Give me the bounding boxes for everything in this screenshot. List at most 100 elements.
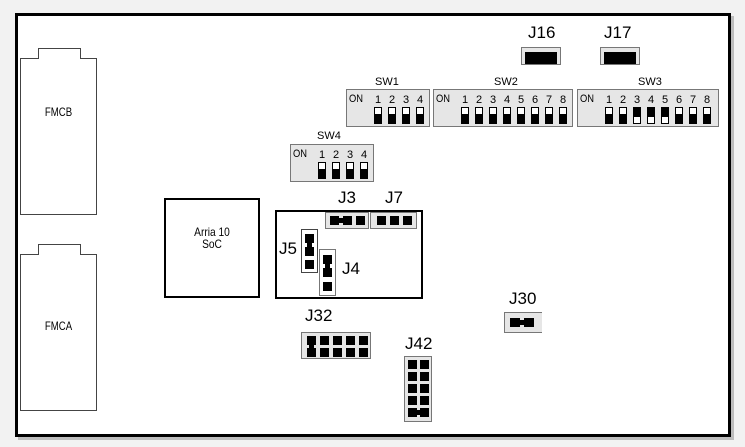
toggle-actuator <box>648 108 654 117</box>
sw1-toggle-2[interactable] <box>388 107 396 124</box>
j5-pin-2 <box>305 247 314 256</box>
j42-pin <box>420 408 429 417</box>
sw3-on-label: ON <box>580 93 595 105</box>
j3-label: J3 <box>338 188 356 207</box>
toggle-actuator <box>403 114 409 123</box>
sw1-position-label: 2 <box>388 94 396 106</box>
sw3-toggle-4[interactable] <box>647 107 655 124</box>
arria10-soc-chip: Arria 10 SoC <box>164 198 260 298</box>
sw4-toggle-4[interactable] <box>360 162 368 179</box>
sw3-toggle-3[interactable] <box>633 107 641 124</box>
j32-pin <box>307 348 316 357</box>
sw3-toggle-2[interactable] <box>619 107 627 124</box>
j32-pin <box>333 336 342 345</box>
j32-pin <box>359 336 368 345</box>
sw2-toggle-7[interactable] <box>545 107 553 124</box>
sw1-toggle-4[interactable] <box>416 107 424 124</box>
j3-header[interactable] <box>325 212 369 229</box>
sw3-toggle-6[interactable] <box>675 107 683 124</box>
sw4-toggle-3[interactable] <box>346 162 354 179</box>
toggle-actuator <box>704 114 710 123</box>
j42-pin <box>408 396 417 405</box>
toggle-actuator <box>560 114 566 123</box>
j5-pin-1 <box>305 234 314 243</box>
j30-header[interactable] <box>504 312 542 333</box>
j42-label: J42 <box>405 334 433 353</box>
j5-label: J5 <box>279 239 297 258</box>
toggle-actuator <box>375 114 381 123</box>
toggle-actuator <box>662 108 668 117</box>
sw2-toggle-5[interactable] <box>517 107 525 124</box>
toggle-actuator <box>518 114 524 123</box>
j30-label: J30 <box>509 289 537 308</box>
sw1-position-label: 4 <box>416 94 424 106</box>
sw2-toggle-4[interactable] <box>503 107 511 124</box>
sw3-position-label: 3 <box>633 94 641 106</box>
sw1-toggle-3[interactable] <box>402 107 410 124</box>
j16-label: J16 <box>528 23 556 42</box>
j7-pin-1 <box>377 216 386 225</box>
sw2-position-label: 3 <box>489 94 497 106</box>
toggle-actuator <box>333 169 339 178</box>
j4-header[interactable] <box>319 249 336 296</box>
sw2-position-label: 5 <box>517 94 525 106</box>
j3-pin-1 <box>330 216 339 225</box>
sw1-label: SW1 <box>375 76 399 88</box>
soc-label-line2: SoC <box>202 237 222 251</box>
sw3-position-label: 2 <box>619 94 627 106</box>
toggle-actuator <box>462 114 468 123</box>
sw3-toggle-1[interactable] <box>605 107 613 124</box>
j30-pin-2 <box>524 318 534 327</box>
fmca-label: FMCA <box>44 319 73 333</box>
j3-shunt <box>336 218 346 223</box>
sw2-toggle-3[interactable] <box>489 107 497 124</box>
sw4-toggle-1[interactable] <box>318 162 326 179</box>
sw1-toggle-1[interactable] <box>374 107 382 124</box>
j4-label: J4 <box>342 259 360 278</box>
j5-header[interactable] <box>301 229 318 273</box>
j32-header[interactable] <box>301 332 371 359</box>
j4-pin-1 <box>323 255 332 264</box>
toggle-actuator <box>504 114 510 123</box>
sw3-position-label: 1 <box>605 94 613 106</box>
j7-header[interactable] <box>370 212 417 229</box>
sw2-position-label: 7 <box>545 94 553 106</box>
toggle-actuator <box>620 114 626 123</box>
sw2-toggle-1[interactable] <box>461 107 469 124</box>
j30-pin-1 <box>510 318 520 327</box>
sw2-toggle-6[interactable] <box>531 107 539 124</box>
j3-pin-3 <box>356 216 365 225</box>
j42-header[interactable] <box>404 356 432 422</box>
sw3-toggle-5[interactable] <box>661 107 669 124</box>
sw3-toggle-8[interactable] <box>703 107 711 124</box>
sw2-position-label: 2 <box>475 94 483 106</box>
sw2-position-label: 4 <box>503 94 511 106</box>
sw2-position-label: 6 <box>531 94 539 106</box>
sw2-toggle-8[interactable] <box>559 107 567 124</box>
fmca-connector: FMCA <box>20 244 97 411</box>
sw2-toggle-2[interactable] <box>475 107 483 124</box>
sw4-on-label: ON <box>293 148 308 160</box>
sw3-label: SW3 <box>638 76 662 88</box>
j32-pin <box>359 348 368 357</box>
j17-label: J17 <box>604 23 632 42</box>
j32-shunt <box>309 342 314 350</box>
j32-pin <box>333 348 342 357</box>
j16-body <box>525 52 557 64</box>
sw1-position-label: 1 <box>374 94 382 106</box>
fmcb-label: FMCB <box>44 105 73 119</box>
sw3-toggle-7[interactable] <box>689 107 697 124</box>
sw3-position-label: 5 <box>661 94 669 106</box>
j16-connector <box>521 47 561 65</box>
toggle-actuator <box>389 114 395 123</box>
sw4-toggle-2[interactable] <box>332 162 340 179</box>
sw2-position-label: 1 <box>461 94 469 106</box>
sw1-on-label: ON <box>349 93 364 105</box>
toggle-actuator <box>417 114 423 123</box>
j5-shunt <box>307 240 312 250</box>
fmca-connector-tab <box>38 244 81 255</box>
